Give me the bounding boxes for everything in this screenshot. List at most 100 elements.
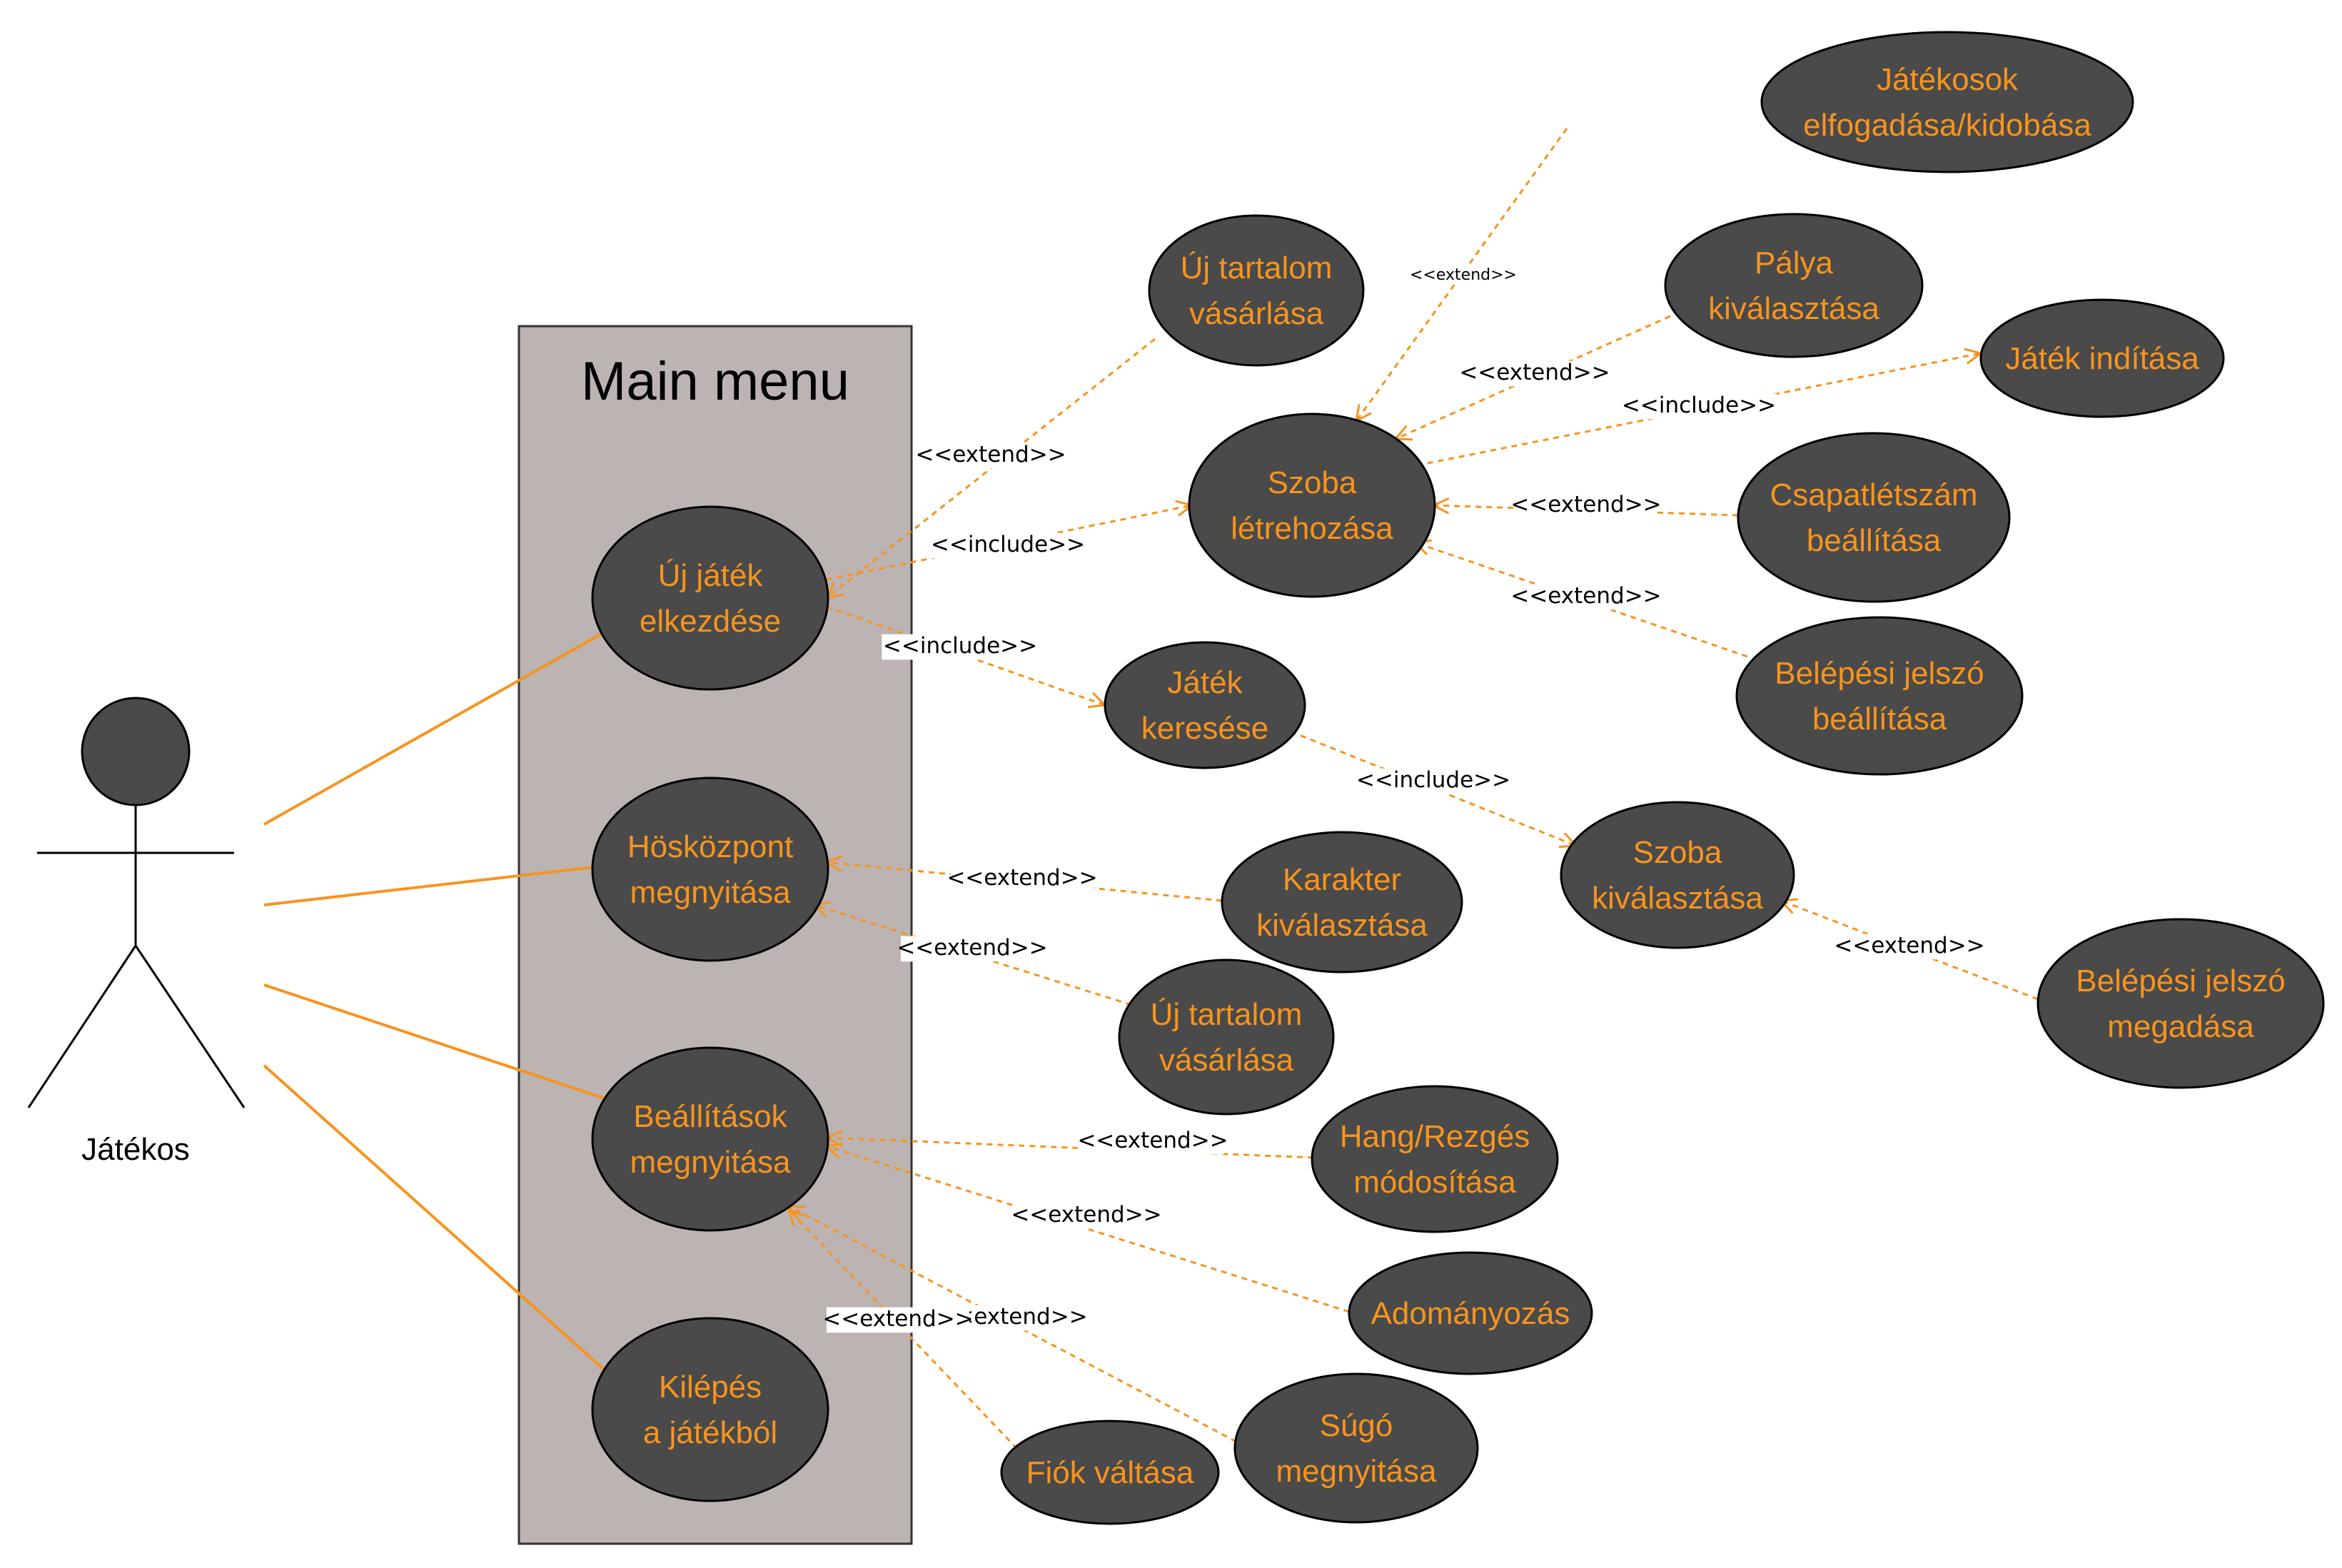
relation-belepesi_jelszo_beallitasa-to-szoba_letrehozasa: <<extend>>: [1412, 539, 1748, 658]
relation-label-background: [929, 532, 1086, 559]
use-case-ellipse[interactable]: [1148, 214, 1365, 367]
relation-uj_jatek-to-szoba_letrehozasa: <<include>>: [826, 500, 1195, 581]
relation-label: <<include>>: [931, 532, 1085, 557]
relation-label-background: [1837, 934, 1982, 960]
relation-label: <<include>>: [1622, 393, 1776, 418]
use-case-ellipse[interactable]: [1348, 1251, 1593, 1375]
use-case-hang-rezges[interactable]: Hang/Rezgés módosítása: [1311, 1085, 1559, 1233]
associations: [263, 630, 607, 1370]
relation-label-background: [882, 634, 1039, 660]
relation-szoba_letrehozasa-to-jatek_inditasa: <<include>>: [1416, 348, 1984, 467]
use-case-ellipse[interactable]: [1311, 1085, 1559, 1233]
use-cases-layer: Új játékelkezdéseHösközpontmegnyitásaBeá…: [591, 31, 2325, 1525]
use-case-label: kiválasztása: [1592, 881, 1763, 916]
use-case-ellipse[interactable]: [1233, 1372, 1479, 1524]
actor-name: Játékos: [81, 1132, 190, 1167]
relation-label: <<extend>>: [1077, 1128, 1228, 1153]
use-case-ellipse[interactable]: [1118, 958, 1335, 1116]
relation-label-background: [900, 936, 1044, 962]
relation-label-background: [950, 866, 1094, 892]
use-case-label: Súgó: [1320, 1408, 1393, 1443]
use-case-ellipse[interactable]: [1000, 1420, 1220, 1525]
relation-label-background: [1411, 266, 1515, 285]
use-case-label: megnyitása: [1276, 1454, 1437, 1489]
arrowhead: [1393, 425, 1413, 441]
use-case-ellipse[interactable]: [591, 505, 829, 691]
relation-fiok_valtasa-to-beallitasok: <<extend>>: [787, 1208, 1019, 1450]
use-case-label: kiválasztása: [1708, 291, 1879, 326]
relation-label: <<extend>>: [1510, 583, 1661, 609]
relation-jatekosok_elfogadasa-to-szoba_letrehozasa: <<extend>>: [1354, 128, 1568, 423]
use-case-ellipse[interactable]: [1760, 31, 2134, 173]
relation-adomanyozas-to-beallitasok: <<extend>>: [824, 1143, 1350, 1313]
use-case-sugo[interactable]: Súgó megnyitása: [1233, 1372, 1479, 1524]
use-case-label: elkezdése: [640, 604, 781, 639]
use-case-fiok-valtasa[interactable]: Fiók váltása: [1000, 1420, 1220, 1525]
use-case-ellipse[interactable]: [1221, 831, 1463, 973]
use-case-ellipse[interactable]: [1737, 432, 2011, 603]
use-case-label: megadása: [2107, 1009, 2254, 1044]
relation-label-background: [919, 442, 1063, 469]
system-title: Main menu: [581, 351, 849, 412]
use-case-ellipse[interactable]: [591, 1317, 829, 1502]
use-case-label: Új tartalom: [1151, 997, 1303, 1032]
relation-label: <<extend>>: [1834, 933, 1984, 958]
use-case-label: Belépési jelszó: [1775, 656, 1984, 691]
use-case-ellipse[interactable]: [1664, 213, 1924, 358]
relation-uj_tartalom_1-to-uj_jatek: <<extend>>: [824, 338, 1156, 600]
use-case-ellipse[interactable]: [1104, 641, 1306, 769]
use-case-label: Játékosok: [1877, 62, 2019, 97]
relation-label-background: [826, 1307, 970, 1333]
dependency-line: [826, 1145, 1350, 1313]
use-case-label: megnyitása: [630, 875, 791, 910]
relation-label: <<include>>: [883, 633, 1037, 659]
use-case-ellipse[interactable]: [1560, 801, 1795, 949]
use-case-label: Kilépés: [659, 1370, 762, 1405]
use-case-jatek-inditasa[interactable]: Játék indítása: [1979, 298, 2225, 418]
use-case-label: kiválasztása: [1256, 908, 1428, 943]
relation-uj_jatek-to-jatek_keresese: <<include>>: [826, 605, 1108, 709]
use-case-adomanyozas[interactable]: Adományozás: [1348, 1251, 1593, 1375]
relation-label: <<extend>>: [822, 1306, 973, 1332]
dependency-line: [826, 861, 1223, 902]
actor: Játékos: [27, 697, 246, 1167]
use-case-jatekosok-elfogadasa[interactable]: Játékosok elfogadása/kidobása: [1760, 31, 2134, 173]
use-case-label: keresése: [1141, 711, 1269, 746]
use-case-ellipse[interactable]: [1979, 298, 2225, 418]
relation-uj_tartalom_2-to-hoskozpont: <<extend>>: [811, 901, 1132, 1006]
dependency-line: [1355, 128, 1568, 422]
association-hoskozpont: [263, 866, 595, 906]
use-case-ellipse[interactable]: [591, 777, 829, 962]
use-case-ellipse[interactable]: [2036, 918, 2325, 1089]
use-case-label: elfogadása/kidobása: [1803, 108, 2091, 143]
use-case-label: megnyitása: [630, 1145, 791, 1180]
use-case-ellipse[interactable]: [1735, 616, 2024, 776]
use-case-ellipse[interactable]: [1188, 413, 1436, 598]
relation-label: <<extend>>: [947, 865, 1097, 891]
association-beallitasok: [263, 983, 607, 1101]
use-case-label: Új tartalom: [1181, 251, 1333, 285]
relation-label: <<extend>>: [1410, 266, 1517, 284]
use-case-label: Fiók váltása: [1026, 1455, 1194, 1490]
relation-palya_kivalasztasa-to-szoba_letrehozasa: <<extend>>: [1393, 315, 1671, 441]
use-case-label: Hang/Rezgés: [1340, 1119, 1530, 1154]
use-case-ellipse[interactable]: [591, 1046, 829, 1232]
actor-left-leg: [27, 945, 137, 1108]
relation-label: <<extend>>: [1011, 1202, 1161, 1228]
relation-label: <<extend>>: [1510, 492, 1661, 517]
use-case-label: módosítása: [1353, 1165, 1516, 1200]
